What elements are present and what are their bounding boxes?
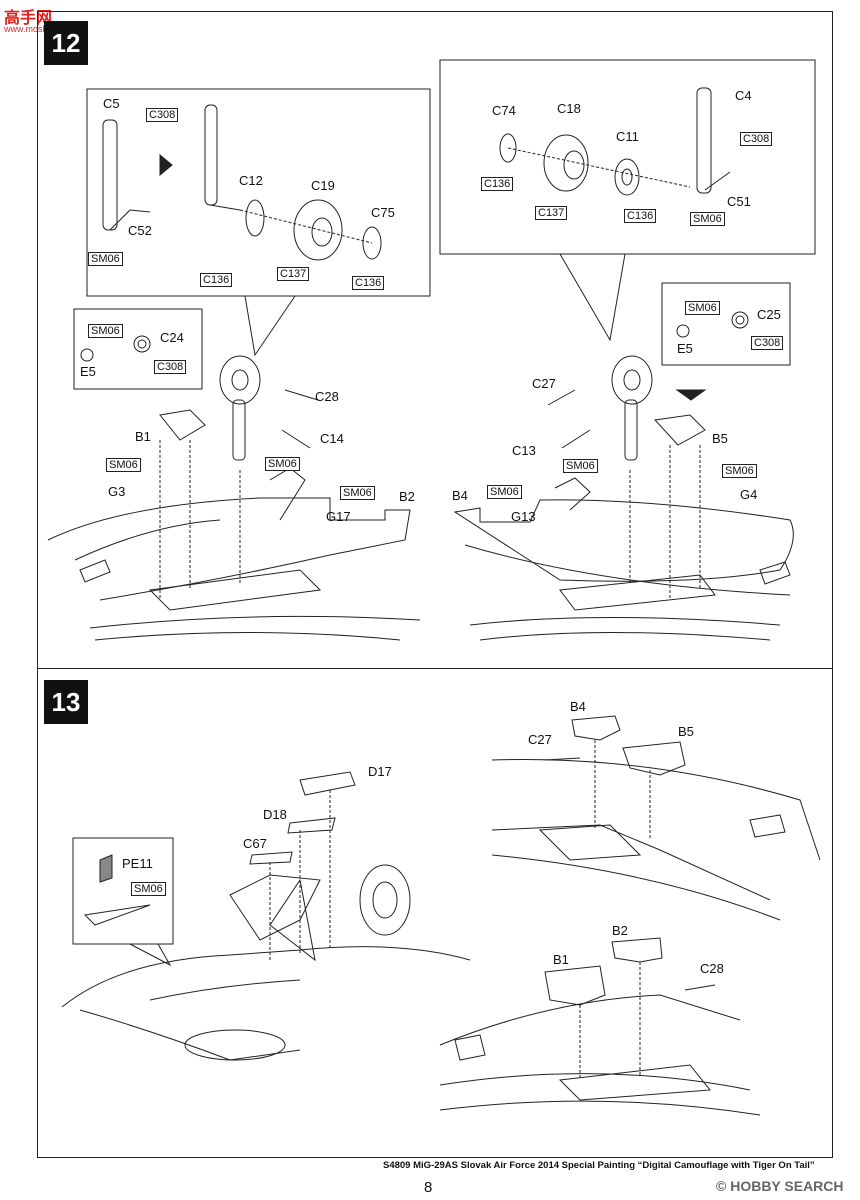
part-label-pe11: PE11	[122, 856, 153, 871]
part-label-c75: C75	[371, 205, 395, 220]
part-label-g3: G3	[108, 484, 126, 499]
part-label-c28: C28	[315, 389, 339, 404]
pe11-parts	[83, 854, 151, 926]
right-small-inset	[661, 282, 791, 366]
part-label-c11: C11	[616, 129, 639, 144]
paint-code-c308: C308	[146, 108, 179, 122]
part-label-b2: B2	[399, 489, 415, 504]
part-label-b1: B1	[553, 952, 569, 967]
part-label-b1: B1	[135, 429, 151, 444]
part-label-c74: C74	[492, 103, 516, 118]
part-label-d18: D18	[263, 807, 287, 822]
left-callout	[244, 295, 296, 357]
paint-code-c308: C308	[154, 360, 187, 374]
part-label-c27: C27	[532, 376, 556, 391]
part-label-c52: C52	[128, 223, 152, 238]
step-divider	[37, 668, 833, 669]
right-callout	[559, 253, 626, 342]
part-label-e5: E5	[677, 341, 693, 356]
paint-code-c136: C136	[481, 177, 514, 191]
part-label-c19: C19	[311, 178, 335, 193]
part-label-g4: G4	[740, 487, 758, 502]
paint-code-sm06: SM06	[131, 882, 166, 896]
part-label-c14: C14	[320, 431, 344, 446]
part-label-c5: C5	[103, 96, 120, 111]
watermark-logo: 高手网	[4, 10, 53, 27]
paint-code-sm06: SM06	[685, 301, 720, 315]
paint-code-sm06: SM06	[88, 324, 123, 338]
left-strut-drawing	[102, 104, 382, 261]
watermark-brand: © HOBBY SEARCH	[716, 1178, 844, 1194]
small-inset-parts	[80, 311, 749, 401]
step13-nose	[61, 771, 471, 1061]
part-label-c25: C25	[757, 307, 781, 322]
left-main-gear	[159, 355, 319, 600]
part-label-c24: C24	[160, 330, 184, 345]
part-label-b4: B4	[452, 488, 468, 503]
right-main-gear	[547, 355, 706, 600]
paint-code-c136: C136	[200, 273, 233, 287]
left-small-inset	[73, 308, 203, 390]
paint-code-sm06: SM06	[265, 457, 300, 471]
part-label-g13: G13	[511, 509, 536, 524]
part-label-c67: C67	[243, 836, 267, 851]
pe11-inset	[72, 837, 174, 945]
paint-code-c136: C136	[352, 276, 385, 290]
watermark-site: www.moshi.com.cn	[4, 24, 82, 34]
part-label-c12: C12	[239, 173, 263, 188]
part-label-c51: C51	[727, 194, 751, 209]
part-label-e5: E5	[80, 364, 96, 379]
step13-right-bottom	[439, 937, 761, 1116]
part-label-b2: B2	[612, 923, 628, 938]
step13-right-top	[491, 715, 821, 921]
part-label-d17: D17	[368, 764, 392, 779]
right-gear-inset	[439, 59, 816, 255]
part-label-b5: B5	[678, 724, 694, 739]
paint-code-c137: C137	[535, 206, 568, 220]
part-label-c13: C13	[512, 443, 536, 458]
paint-code-sm06: SM06	[88, 252, 123, 266]
right-fuselage	[453, 477, 794, 641]
left-fuselage	[47, 467, 421, 641]
part-label-c4: C4	[735, 88, 752, 103]
part-label-g17: G17	[326, 509, 351, 524]
paint-code-sm06: SM06	[722, 464, 757, 478]
part-label-c18: C18	[557, 101, 581, 116]
part-label-c27: C27	[528, 732, 552, 747]
step-12-badge: 12	[44, 21, 88, 65]
part-label-b5: B5	[712, 431, 728, 446]
page-number: 8	[424, 1179, 433, 1196]
left-gear-inset	[86, 88, 431, 297]
part-label-c28: C28	[700, 961, 724, 976]
paint-code-c308: C308	[740, 132, 773, 146]
footer-caption: S4809 MiG-29AS Slovak Air Force 2014 Spe…	[383, 1160, 815, 1171]
step-13-badge: 13	[44, 680, 88, 724]
paint-code-sm06: SM06	[563, 459, 598, 473]
paint-code-sm06: SM06	[340, 486, 375, 500]
paint-code-c308: C308	[751, 336, 784, 350]
paint-code-c136: C136	[624, 209, 657, 223]
part-label-b4: B4	[570, 699, 586, 714]
right-strut-drawing	[499, 87, 731, 196]
paint-code-sm06: SM06	[106, 458, 141, 472]
paint-code-sm06: SM06	[487, 485, 522, 499]
paint-code-sm06: SM06	[690, 212, 725, 226]
paint-code-c137: C137	[277, 267, 310, 281]
page-frame	[37, 11, 833, 1158]
